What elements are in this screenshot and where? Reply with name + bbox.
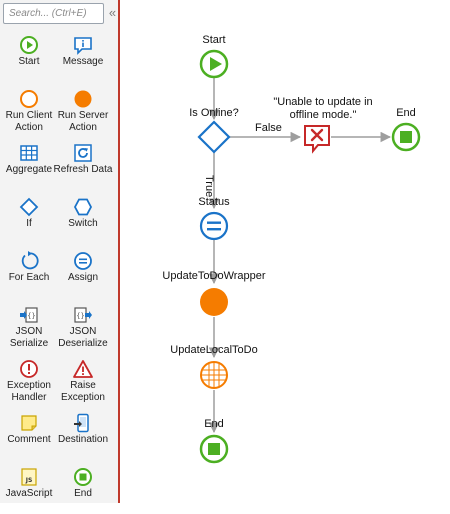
tool-assign[interactable]: Assign <box>54 248 112 298</box>
tool-switch-label: Switch <box>68 218 98 229</box>
tool-run-client-action-label: Run Client Action <box>5 110 53 133</box>
start-node-label: Start <box>202 34 226 46</box>
tool-message[interactable]: Message <box>54 32 112 82</box>
json-serialize-icon: {} <box>20 307 38 323</box>
tool-if[interactable]: If <box>0 194 58 244</box>
tool-comment-label: Comment <box>7 434 51 445</box>
tool-end[interactable]: End <box>54 464 112 514</box>
message-icon <box>74 37 92 55</box>
destination-icon <box>74 413 89 433</box>
aggregate-node[interactable] <box>200 361 228 389</box>
end-top-label: End <box>396 107 416 119</box>
for-each-icon <box>21 251 39 270</box>
tool-json-serialize-label: JSON Serialize <box>9 326 49 349</box>
end-node-top[interactable] <box>391 122 421 152</box>
toolbox-search-input[interactable] <box>3 3 104 24</box>
refresh-data-icon <box>74 144 92 162</box>
if-node-label: Is Online? <box>189 107 239 119</box>
end-bottom-label: End <box>204 418 224 430</box>
tool-for-each[interactable]: For Each <box>0 248 58 298</box>
switch-icon <box>73 198 93 216</box>
tool-switch[interactable]: Switch <box>54 194 112 244</box>
chevron-double-left-icon[interactable]: « <box>108 5 117 20</box>
stop-icon <box>400 131 412 143</box>
tool-run-server-action-label: Run Server Action <box>57 110 109 133</box>
tool-start-label: Start <box>18 56 40 67</box>
tool-raise-exception[interactable]: Raise Exception <box>54 356 112 406</box>
assign-icon <box>74 252 92 270</box>
status-label: Status <box>198 196 230 208</box>
toolbox-panel: « Start Message Run Client Action Run Se… <box>0 0 120 503</box>
json-deserialize-icon: {} <box>74 307 92 323</box>
svg-text:{}: {} <box>76 312 84 320</box>
start-icon <box>20 36 38 54</box>
exception-handler-icon <box>20 360 38 378</box>
tool-javascript[interactable]: JS JavaScript <box>0 464 58 514</box>
tool-destination[interactable]: Destination <box>54 410 112 460</box>
tool-if-label: If <box>26 218 32 229</box>
true-branch-label: True <box>203 175 215 198</box>
tool-comment[interactable]: Comment <box>0 410 58 460</box>
tool-javascript-label: JavaScript <box>5 488 53 499</box>
false-branch-label: False <box>255 122 282 134</box>
server-action-label: UpdateToDoWrapper <box>162 270 266 282</box>
tool-refresh-data[interactable]: Refresh Data <box>54 140 112 190</box>
equals-icon <box>207 221 221 224</box>
tool-run-client-action[interactable]: Run Client Action <box>0 86 58 136</box>
run-server-action-icon <box>74 90 92 108</box>
aggregate-grid-icon <box>202 362 226 388</box>
flow-diagram <box>197 49 421 464</box>
error-x-icon <box>310 128 324 142</box>
run-client-action-icon <box>20 90 38 108</box>
tool-raise-exception-label: Raise Exception <box>61 380 105 403</box>
tool-run-server-action[interactable]: Run Server Action <box>54 86 112 136</box>
tool-exception-handler[interactable]: Exception Handler <box>0 356 58 406</box>
if-node[interactable] <box>197 120 231 154</box>
message-text: "Unable to update in offline mode." <box>273 96 373 121</box>
start-node[interactable] <box>199 49 229 79</box>
tool-end-label: End <box>74 488 92 499</box>
end-icon <box>74 468 92 486</box>
tool-exception-handler-label: Exception Handler <box>7 380 51 403</box>
flow-canvas[interactable]: Start Is Online? False True "Unable to u… <box>122 0 450 503</box>
tool-json-serialize[interactable]: {} JSON Serialize <box>0 302 58 352</box>
tool-message-label: Message <box>62 56 104 67</box>
tool-json-deserialize[interactable]: {} JSON Deserialize <box>54 302 112 352</box>
play-icon <box>210 57 222 71</box>
tool-for-each-label: For Each <box>8 272 50 283</box>
end-node-bottom[interactable] <box>199 434 229 464</box>
stop-icon <box>208 443 220 455</box>
raise-exception-icon <box>73 360 93 378</box>
tool-start[interactable]: Start <box>0 32 58 82</box>
status-assign-node[interactable] <box>199 211 229 241</box>
tool-refresh-data-label: Refresh Data <box>53 164 113 175</box>
tool-assign-label: Assign <box>67 272 98 283</box>
tool-destination-label: Destination <box>57 434 109 445</box>
tool-json-deserialize-label: JSON Deserialize <box>58 326 108 349</box>
aggregate-icon <box>20 145 38 161</box>
server-action-node[interactable] <box>200 288 228 316</box>
aggregate-label: UpdateLocalToDo <box>170 344 258 356</box>
tool-aggregate[interactable]: Aggregate <box>0 140 58 190</box>
tool-aggregate-label: Aggregate <box>5 164 53 175</box>
if-icon <box>19 197 39 217</box>
comment-icon <box>21 415 37 431</box>
svg-text:JS: JS <box>25 477 33 484</box>
svg-text:{}: {} <box>27 312 35 320</box>
message-node[interactable] <box>304 125 330 154</box>
javascript-icon: JS <box>21 468 37 486</box>
